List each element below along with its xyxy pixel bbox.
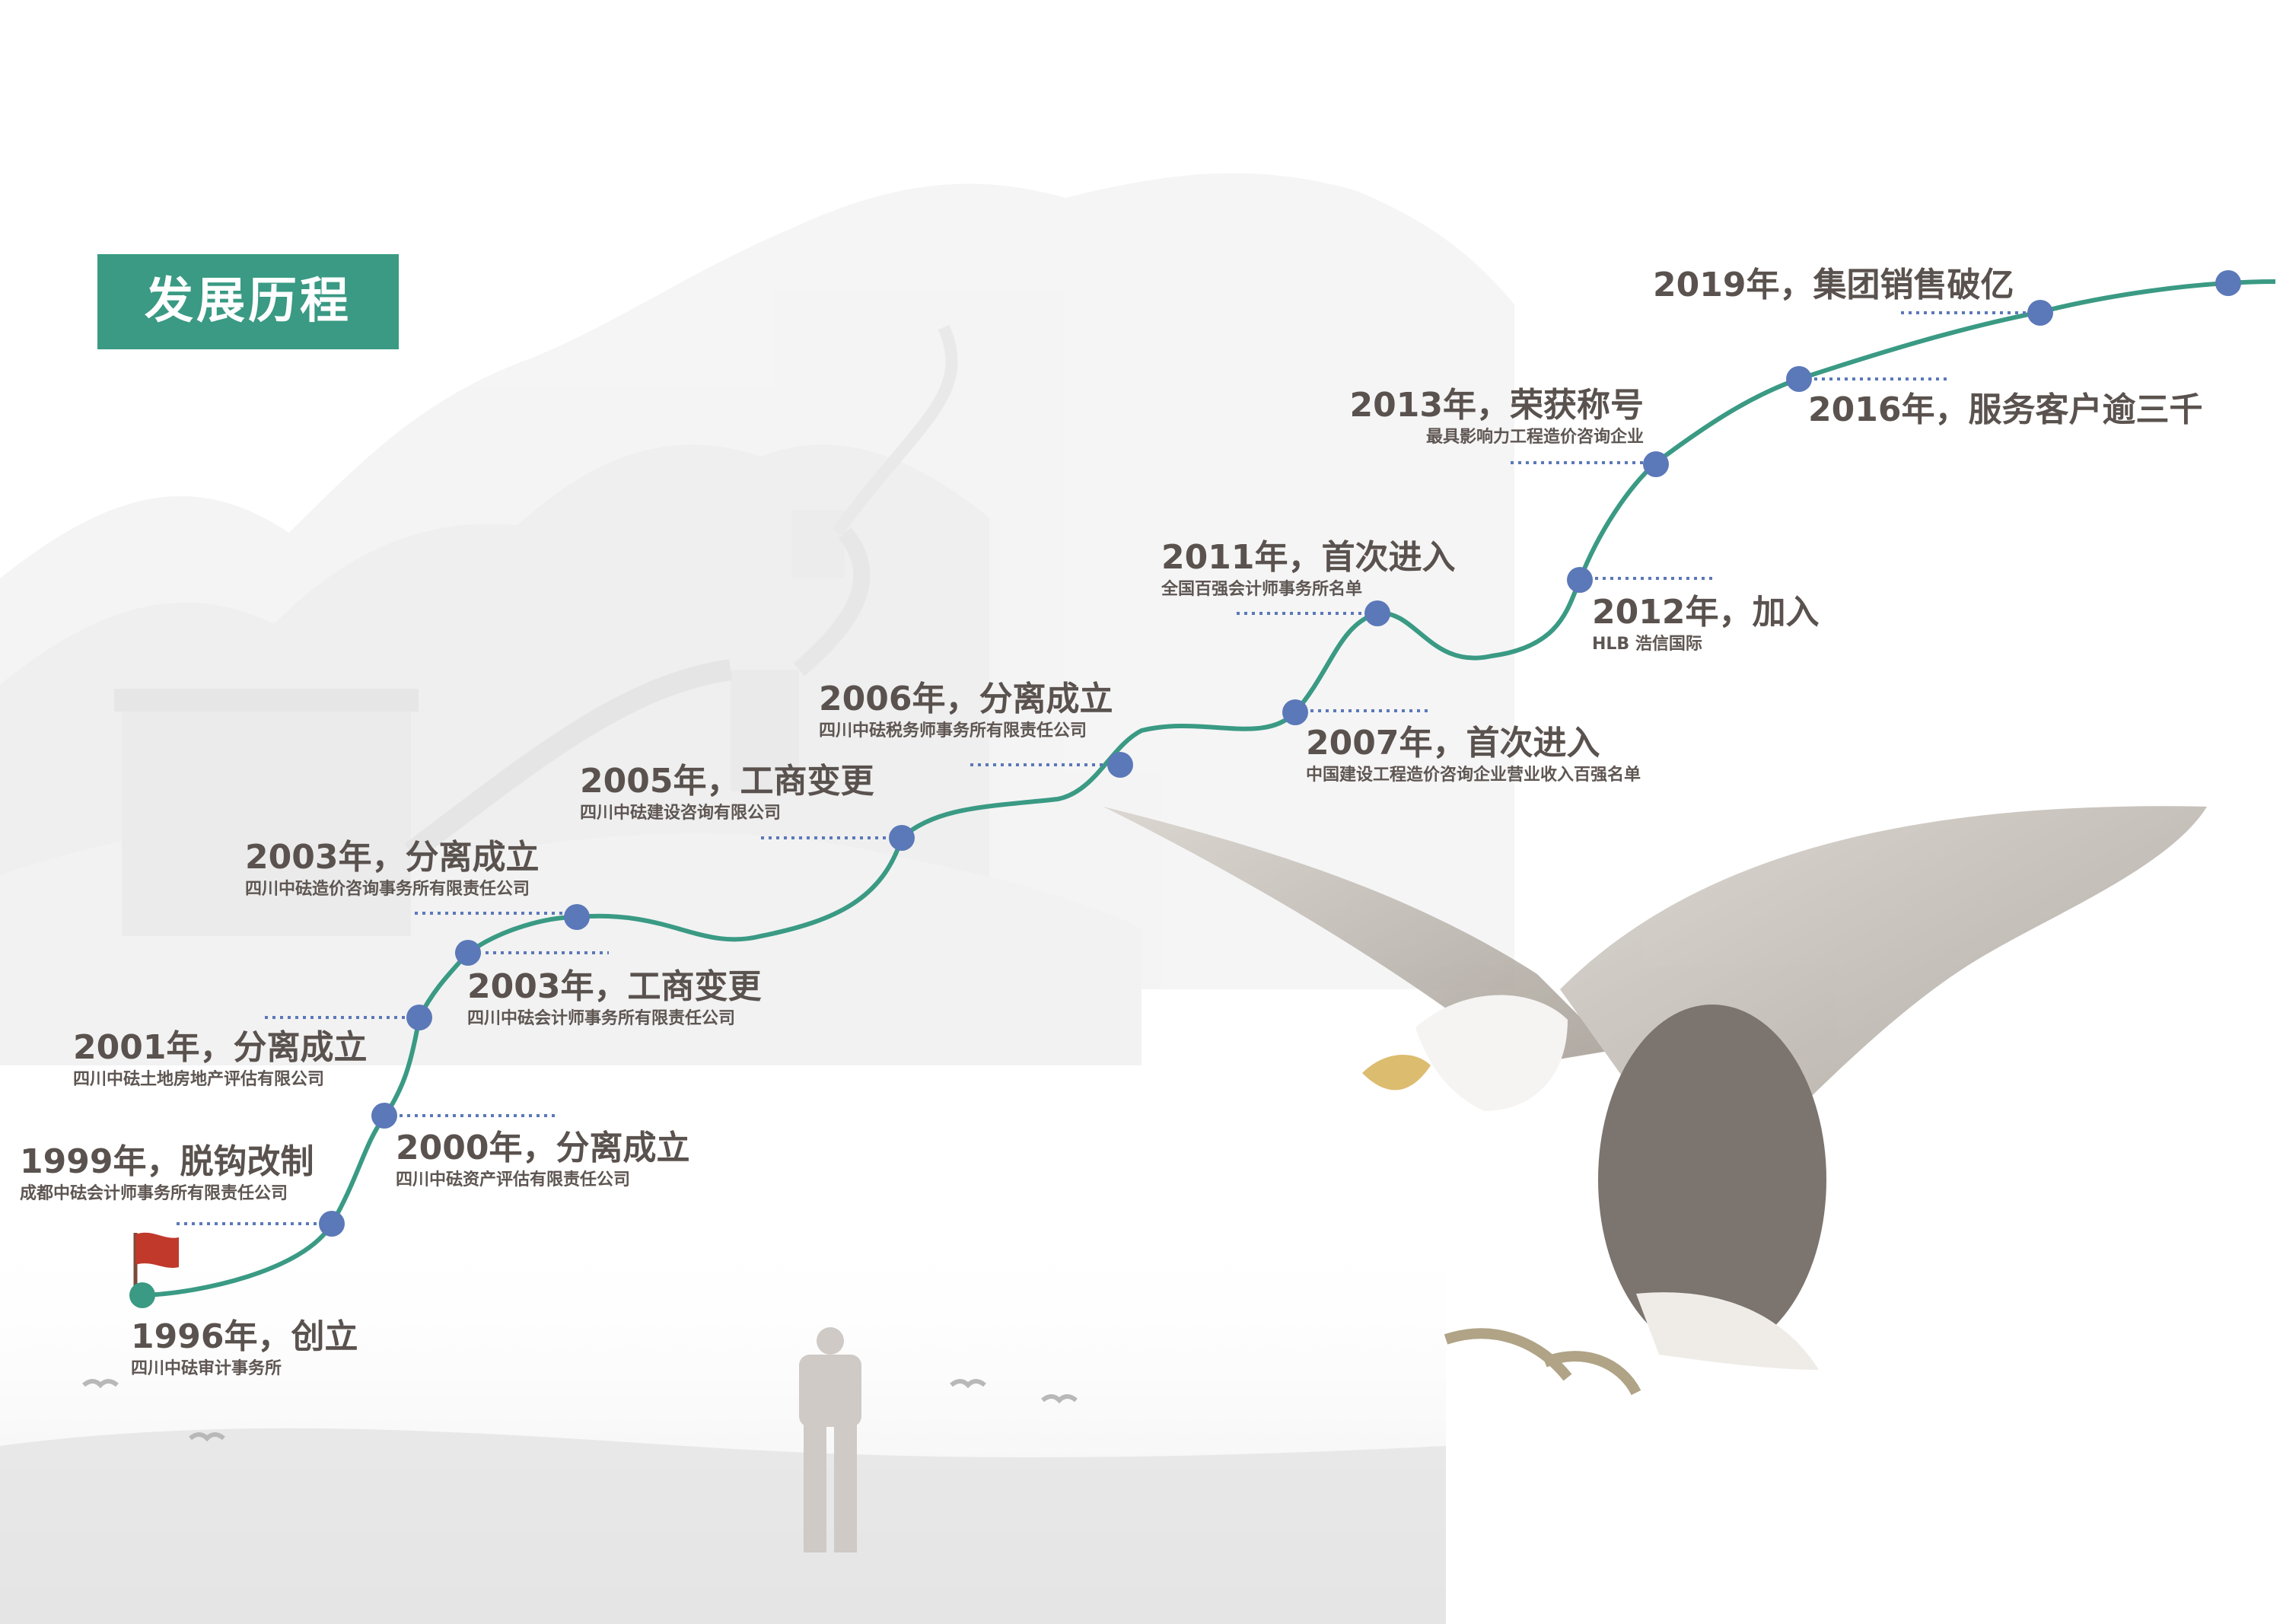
milestone-detail: 四川中砝土地房地产评估有限公司 <box>73 1070 325 1089</box>
leader-lines <box>177 311 2036 1225</box>
milestone-2016: 2016年，服务客户逾三千 <box>1808 390 2202 431</box>
milestone-detail: 成都中砝会计师事务所有限责任公司 <box>20 1184 288 1203</box>
milestone-2001: 2001年，分离成立 四川中砝土地房地产评估有限公司 <box>73 1027 367 1091</box>
milestone-2013: 2013年，荣获称号 最具影响力工程造价咨询企业 <box>1332 385 1644 449</box>
milestone-2007: 2007年，首次进入 中国建设工程造价咨询企业营业收入百强名单 <box>1306 723 1641 787</box>
milestone-1999: 1999年，脱钩改制 成都中砝会计师事务所有限责任公司 <box>20 1142 314 1205</box>
birds-icon <box>82 1379 1078 1442</box>
milestone-title: 2000年，分离成立 <box>396 1129 690 1167</box>
eagle-illustration-icon <box>1103 806 2207 1396</box>
milestone-detail: 中国建设工程造价咨询企业营业收入百强名单 <box>1306 766 1641 785</box>
red-flag-icon <box>133 1232 179 1294</box>
milestone-detail: HLB 浩信国际 <box>1592 635 1702 654</box>
milestone-title: 2005年，工商变更 <box>580 762 874 801</box>
milestone-2011: 2011年，首次进入 全国百强会计师事务所名单 <box>1161 537 1455 601</box>
milestone-title: 2007年，首次进入 <box>1306 724 1600 763</box>
timeline-nodes <box>319 270 2241 1237</box>
milestone-detail: 四川中砝审计事务所 <box>131 1359 282 1378</box>
milestone-title: 1996年，创立 <box>131 1317 358 1356</box>
milestone-detail: 四川中砝会计师事务所有限责任公司 <box>467 1009 736 1028</box>
milestone-1996: 1996年，创立 四川中砝审计事务所 <box>131 1317 358 1380</box>
standing-man-silhouette-icon <box>799 1327 861 1552</box>
milestone-detail: 四川中砝造价咨询事务所有限责任公司 <box>245 880 530 899</box>
milestone-2003-split: 2003年，分离成立 四川中砝造价咨询事务所有限责任公司 <box>245 837 539 901</box>
milestone-title: 2003年，工商变更 <box>467 967 762 1006</box>
milestone-2019: 2019年，集团销售破亿 <box>1653 265 2014 306</box>
milestone-2006: 2006年，分离成立 四川中砝税务师事务所有限责任公司 <box>819 679 1113 743</box>
milestone-title: 2013年，荣获称号 <box>1349 386 1644 425</box>
milestone-title: 2019年，集团销售破亿 <box>1653 266 2014 304</box>
milestone-detail: 四川中砝税务师事务所有限责任公司 <box>819 721 1087 740</box>
milestone-2005: 2005年，工商变更 四川中砝建设咨询有限公司 <box>580 761 874 825</box>
milestone-detail: 最具影响力工程造价咨询企业 <box>1425 428 1644 447</box>
milestone-title: 2011年，首次进入 <box>1161 538 1456 577</box>
milestone-title: 2003年，分离成立 <box>245 838 540 877</box>
milestone-title: 2001年，分离成立 <box>73 1028 368 1067</box>
milestone-detail: 四川中砝建设咨询有限公司 <box>580 804 782 823</box>
page-title: 发展历程 <box>97 254 399 349</box>
great-wall-sketch-icon <box>0 173 1514 1065</box>
milestone-title: 1999年，脱钩改制 <box>20 1142 314 1181</box>
milestone-2012: 2012年，加入 HLB 浩信国际 <box>1592 592 1819 656</box>
milestone-2003-change: 2003年，工商变更 四川中砝会计师事务所有限责任公司 <box>467 966 761 1030</box>
milestone-detail: 四川中砝资产评估有限责任公司 <box>396 1170 631 1189</box>
milestone-title: 2006年，分离成立 <box>819 680 1113 718</box>
milestone-detail: 全国百强会计师事务所名单 <box>1161 580 1363 599</box>
milestone-2000: 2000年，分离成立 四川中砝资产评估有限责任公司 <box>396 1128 689 1192</box>
milestone-title: 2012年，加入 <box>1592 593 1820 632</box>
milestone-title: 2016年，服务客户逾三千 <box>1808 390 2203 429</box>
start-node <box>129 1282 155 1308</box>
